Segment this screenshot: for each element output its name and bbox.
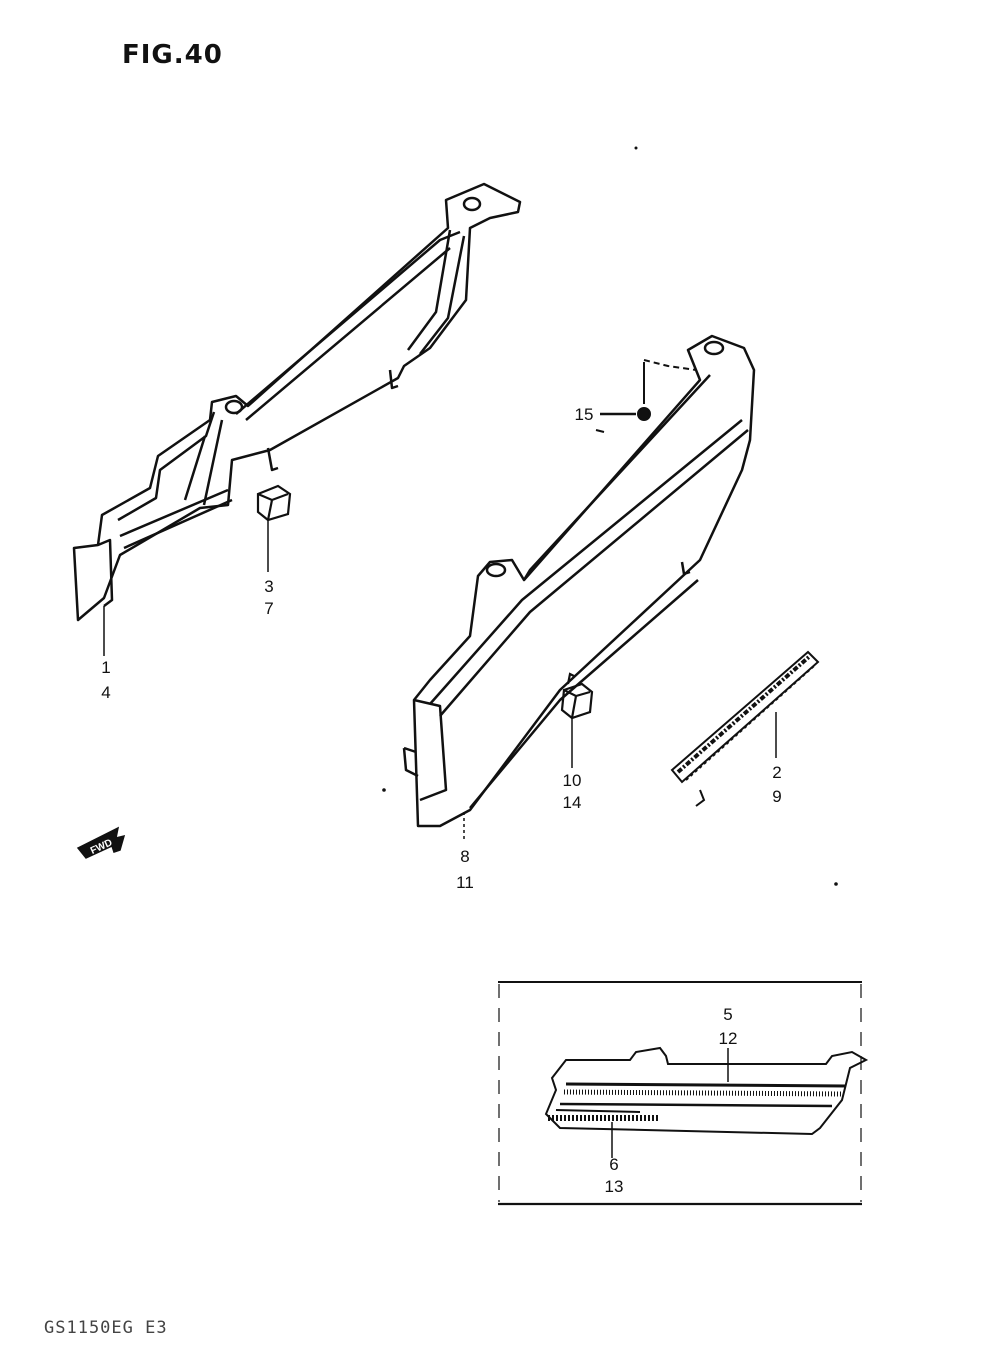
side-cover-frame xyxy=(72,182,522,622)
side-cover-panel xyxy=(402,334,756,828)
speck xyxy=(634,146,638,150)
callout-10: 10 xyxy=(563,771,582,790)
speck xyxy=(382,788,386,792)
callout-6: 6 xyxy=(609,1155,618,1174)
callout-7: 7 xyxy=(264,599,273,618)
callout-12: 12 xyxy=(719,1029,738,1048)
callout-3: 3 xyxy=(264,577,273,596)
callout-9: 9 xyxy=(772,787,781,806)
callout-13: 13 xyxy=(605,1177,624,1196)
callout-4: 4 xyxy=(101,683,110,702)
callout-8: 8 xyxy=(460,847,469,866)
callout-14: 14 xyxy=(563,793,582,812)
grommet-right xyxy=(560,672,594,720)
grommet-left xyxy=(256,484,292,522)
callout-1: 1 xyxy=(101,658,110,677)
inset-panel xyxy=(498,981,862,1206)
screw xyxy=(595,359,697,433)
speck xyxy=(834,882,838,886)
forward-arrow-icon: FWD xyxy=(76,826,126,859)
figure-title: FIG.40 xyxy=(122,40,223,70)
emblem-decal xyxy=(670,650,820,807)
callout-2: 2 xyxy=(772,763,781,782)
callout-15: 15 xyxy=(575,405,594,424)
callout-11: 11 xyxy=(456,873,474,892)
footer-model-code: GS1150EG E3 xyxy=(44,1318,168,1338)
callout-5: 5 xyxy=(723,1005,732,1024)
inset-stripe-decal xyxy=(544,1046,869,1136)
